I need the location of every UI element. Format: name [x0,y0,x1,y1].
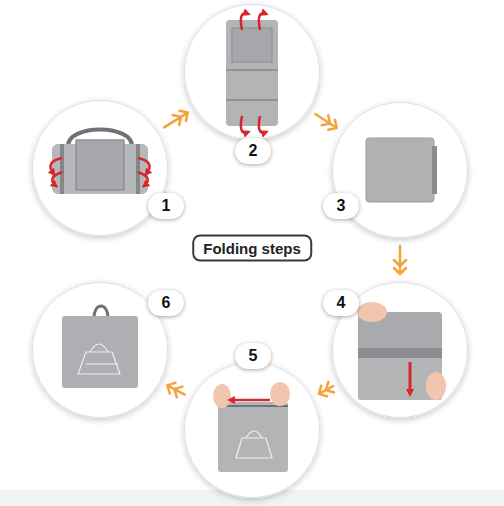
zip-closed-illustration [184,362,320,498]
step-arrow [164,111,187,128]
step-number: 6 [148,290,184,316]
step-arrow [167,383,184,397]
step-circle: 2 [184,4,320,140]
vertical-fold-illustration [184,4,320,140]
step-circle: 5 [184,362,320,498]
step-number: 5 [235,343,271,369]
step-arrow [315,114,336,130]
step-number: 3 [323,193,359,219]
step-number: 4 [323,290,359,316]
step-circle: 4 [332,282,468,418]
step-circle: 6 [32,282,168,418]
step-arrow [394,246,406,274]
step-number: 1 [148,193,184,219]
step-arrow [319,382,334,396]
step-circle: 1 [32,100,168,236]
square-fold-illustration [332,102,468,238]
step-circle: 3 [332,102,468,238]
title-box: Folding steps [192,235,312,262]
step-number: 2 [235,138,271,164]
flat-bag-illustration [32,100,168,236]
